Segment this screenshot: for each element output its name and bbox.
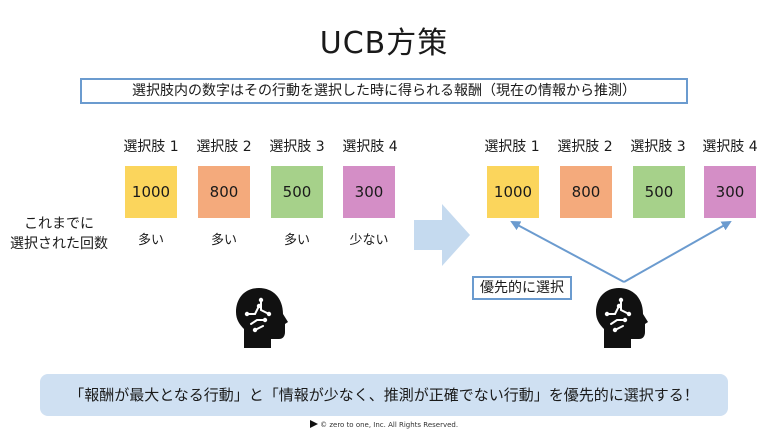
left-option-1-box: 1000 [125,166,177,218]
left-option-1-freq: 多い [137,233,164,248]
left-option-2-freq: 多い [210,233,237,248]
copyright-text: © zero to one, Inc. All Rights Reserved. [320,421,459,429]
brain-head-icon [596,288,648,348]
left-option-2-box: 800 [198,166,250,218]
right-option-2-label: 選択肢 2 [557,139,613,155]
left-option-4-label: 選択肢 4 [342,139,398,155]
right-option-3-box: 500 [633,166,685,218]
priority-selection-tag: 優先的に選択 [472,276,572,300]
left-option-4-reward: 300 [354,183,384,201]
left-option-1-reward: 1000 [131,183,171,201]
play-logo-icon [309,420,318,428]
selection-count-label-line1: これまでに [24,216,94,232]
copyright-footer: © zero to one, Inc. All Rights Reserved. [0,420,768,429]
left-option-2-label: 選択肢 2 [196,139,252,155]
right-option-1-box: 1000 [487,166,539,218]
left-option-3-reward: 500 [282,183,312,201]
selection-count-label: これまでに 選択された回数 [0,214,118,254]
left-option-3-label: 選択肢 3 [269,139,325,155]
right-arrow-icon [414,204,470,266]
left-option-3-freq: 多い [283,233,310,248]
left-option-3-box: 500 [271,166,323,218]
left-option-1-label: 選択肢 1 [123,139,179,155]
brain-head-icon [236,288,288,348]
right-option-4-reward: 300 [715,183,745,201]
page-title: UCB方策 [319,26,449,61]
left-option-4-freq: 少ない [349,233,389,248]
arrow-to-option-1 [510,221,625,283]
left-option-2-reward: 800 [209,183,239,201]
selection-count-label-line2: 選択された回数 [10,236,108,252]
reward-note: 選択肢内の数字はその行動を選択した時に得られる報酬（現在の情報から推測） [80,78,688,104]
left-option-4-box: 300 [343,166,395,218]
right-option-3-label: 選択肢 3 [630,139,686,155]
summary-banner: 「報酬が最大となる行動」と「情報が少なく、推測が正確でない行動」を優先的に選択す… [40,374,728,416]
arrow-to-option-4 [623,221,732,283]
right-option-1-reward: 1000 [493,183,533,201]
right-option-2-reward: 800 [571,183,601,201]
right-option-4-label: 選択肢 4 [702,139,758,155]
right-option-1-label: 選択肢 1 [484,139,540,155]
right-option-3-reward: 500 [644,183,674,201]
right-option-4-box: 300 [704,166,756,218]
right-option-2-box: 800 [560,166,612,218]
